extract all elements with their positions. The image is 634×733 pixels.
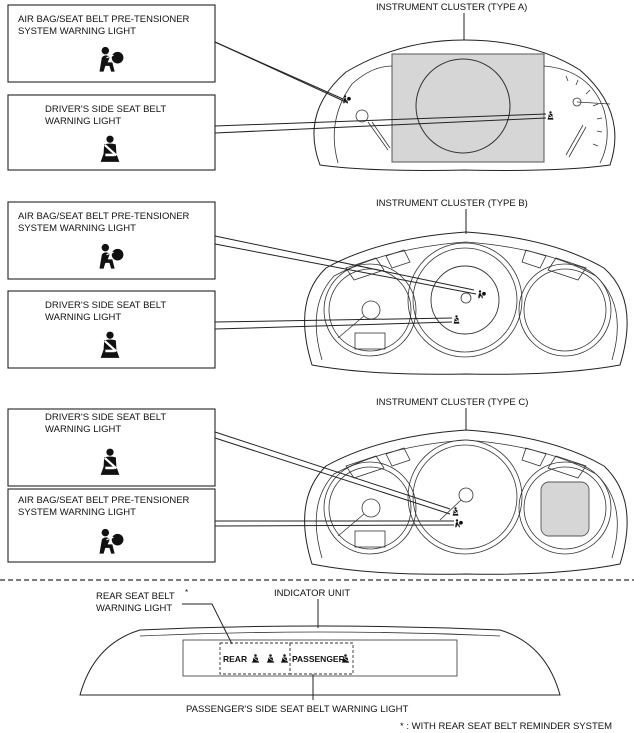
type-c-right-dial: [518, 461, 612, 555]
type-b-left-dial: [323, 263, 417, 357]
type-a-center-dial: [415, 58, 511, 154]
passenger-label: PASSENGER: [292, 654, 345, 664]
type-b-center-dial: [407, 242, 523, 358]
rear-callout-asterisk: *: [185, 588, 188, 597]
type-c-title: INSTRUMENT CLUSTER (TYPE C): [376, 397, 528, 408]
type-c-section: INSTRUMENT CLUSTER (TYPE C) DRIVER'S SID…: [7, 397, 628, 575]
type-a-seatbelt-indicator-icon: [547, 111, 554, 120]
indicator-unit-section: REAR SEAT BELT WARNING LIGHT * INDICATOR…: [79, 588, 561, 715]
rear-callout-line2: WARNING LIGHT: [96, 603, 172, 614]
type-b-airbag-label-line1: AIR BAG/SEAT BELT PRE-TENSIONER: [18, 211, 190, 222]
indicator-unit-window: [182, 639, 458, 677]
type-b-section: INSTRUMENT CLUSTER (TYPE B) AIR BAG/SEAT…: [7, 198, 628, 375]
type-c-seatbelt-label-line2: WARNING LIGHT: [45, 424, 121, 435]
rear-left-seatbelt-icon: [251, 654, 260, 663]
type-c-seatbelt-indicator-icon: [452, 507, 459, 516]
rear-label: REAR: [223, 654, 247, 664]
type-c-cluster-outline: [304, 429, 628, 575]
type-a-section: INSTRUMENT CLUSTER (TYPE A) AIR BAG/SEAT…: [7, 2, 616, 171]
type-b-cluster-outline: [304, 231, 628, 375]
type-c-seatbelt-label-line1: DRIVER'S SIDE SEAT BELT: [45, 412, 166, 423]
type-c-center-dial: [407, 439, 523, 555]
type-a-cluster-outline: [313, 39, 616, 171]
type-c-airbag-indicator-icon: [454, 519, 463, 528]
type-a-seatbelt-label-line2: WARNING LIGHT: [45, 116, 121, 127]
rear-center-seatbelt-icon: [266, 654, 275, 663]
type-a-airbag-label-line2: SYSTEM WARNING LIGHT: [18, 26, 136, 37]
type-c-airbag-label-line2: SYSTEM WARNING LIGHT: [18, 507, 136, 518]
type-b-airbag-label-line2: SYSTEM WARNING LIGHT: [18, 223, 136, 234]
indicator-unit-housing: [79, 625, 561, 696]
type-b-seatbelt-label-line2: WARNING LIGHT: [45, 312, 121, 323]
type-b-title: INSTRUMENT CLUSTER (TYPE B): [376, 198, 528, 209]
rear-right-seatbelt-icon: [280, 654, 289, 663]
indicator-unit-title: INDICATOR UNIT: [274, 588, 350, 599]
passenger-callout-label: PASSENGER'S SIDE SEAT BELT WARNING LIGHT: [186, 704, 408, 715]
type-a-airbag-label-line1: AIR BAG/SEAT BELT PRE-TENSIONER: [18, 14, 190, 25]
type-a-title: INSTRUMENT CLUSTER (TYPE A): [376, 2, 527, 13]
type-a-seatbelt-label-line1: DRIVER'S SIDE SEAT BELT: [45, 104, 166, 115]
type-c-airbag-label-line1: AIR BAG/SEAT BELT PRE-TENSIONER: [18, 495, 190, 506]
type-b-right-dial: [518, 263, 612, 357]
type-b-seatbelt-label-line1: DRIVER'S SIDE SEAT BELT: [45, 300, 166, 311]
type-c-left-dial: [323, 461, 417, 555]
footnote: * : WITH REAR SEAT BELT REMINDER SYSTEM: [400, 721, 612, 732]
rear-callout-line1: REAR SEAT BELT: [96, 591, 175, 602]
